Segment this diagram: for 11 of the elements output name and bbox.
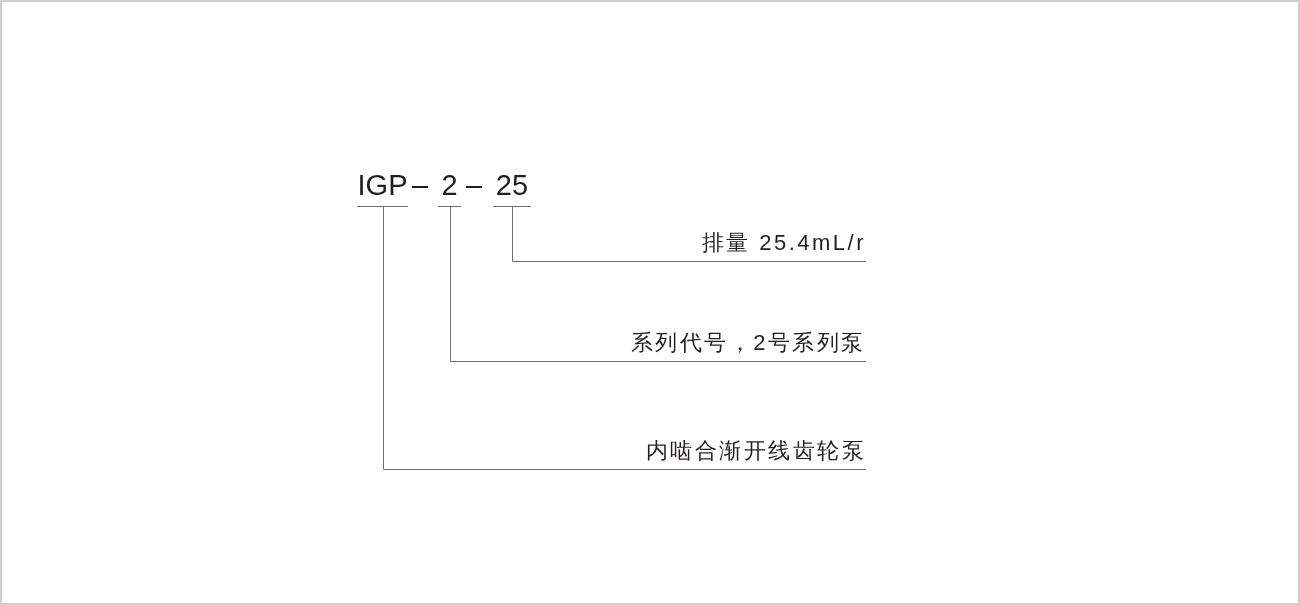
leader-line — [383, 206, 867, 470]
separator-dash: – — [412, 168, 429, 202]
description-label: 排量 25.4mL/r — [701, 230, 866, 262]
separator-dash: – — [466, 168, 483, 202]
leader-line — [450, 206, 867, 362]
description-label: 系列代号，2号系列泵 — [630, 330, 866, 362]
description-label: 内啮合渐开线齿轮泵 — [645, 438, 866, 470]
model-code-segment: IGP — [357, 168, 408, 207]
leader-line — [512, 206, 867, 262]
model-code-segment: 25 — [493, 168, 531, 207]
model-code-segment: 2 — [438, 168, 461, 207]
